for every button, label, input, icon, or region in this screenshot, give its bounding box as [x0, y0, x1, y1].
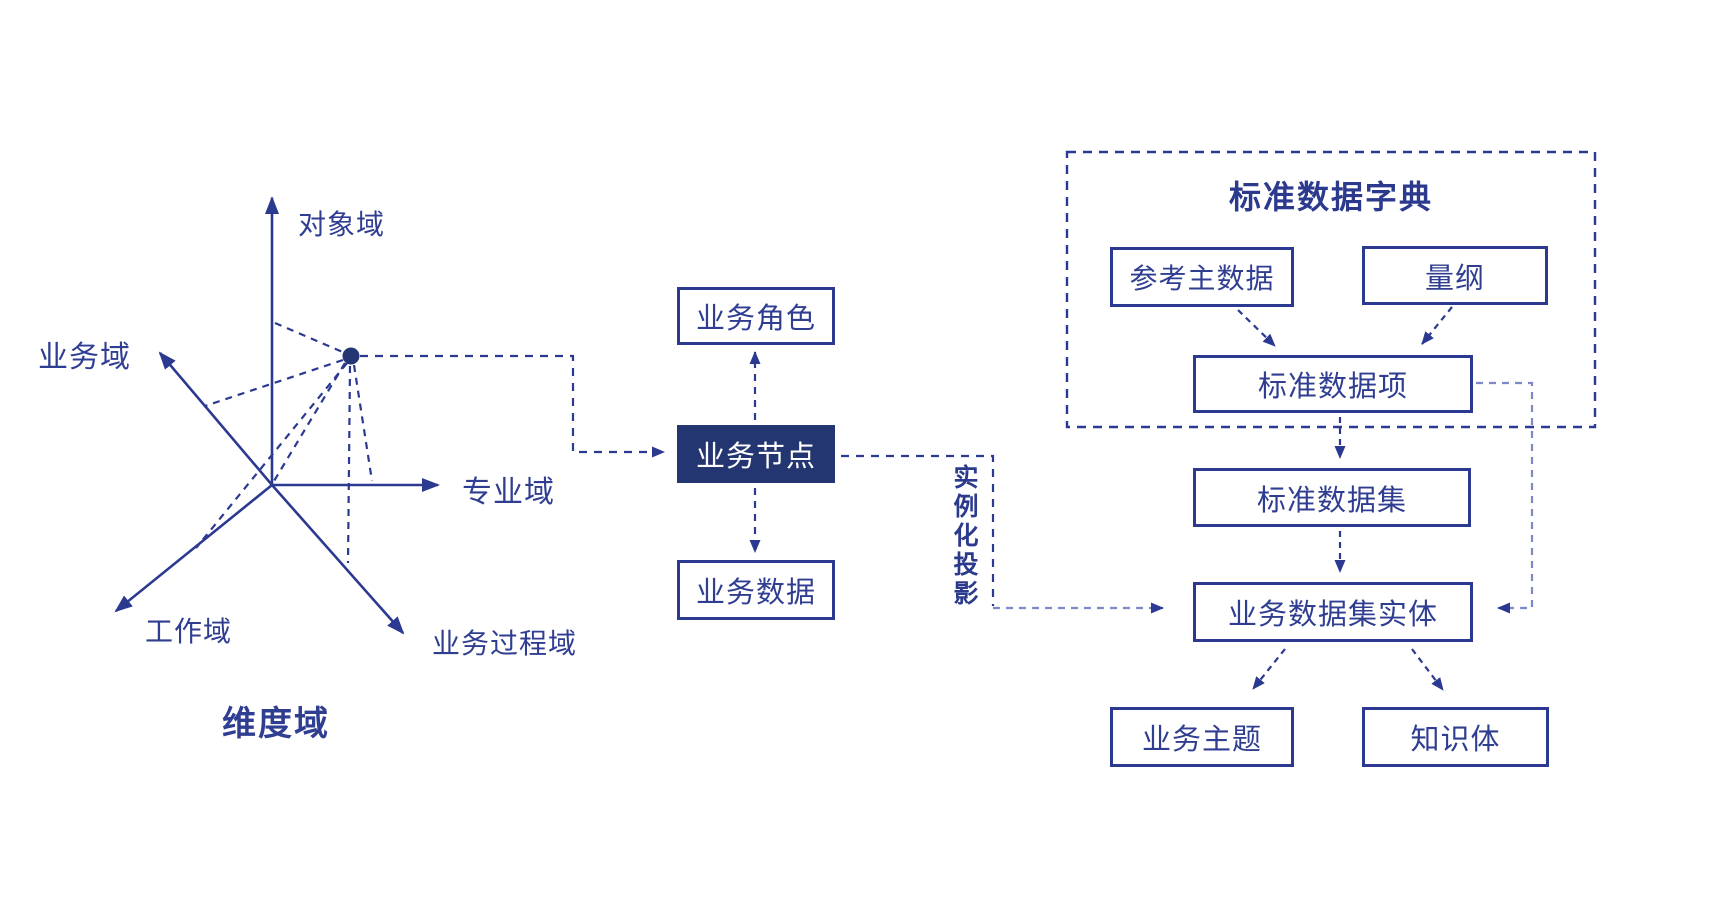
connector-stditem-to-entity-loop: [1476, 381, 1534, 614]
unit-dimension-box: 量纲: [1362, 246, 1548, 305]
dimension-domain-caption: 维度域: [222, 705, 330, 743]
dimension-point: [342, 347, 360, 365]
helper-to-business-axis: [204, 358, 344, 408]
connector-entity-to-topic: [1252, 648, 1286, 690]
business-role-box: 业务角色: [677, 287, 835, 345]
helper-to-origin: [273, 362, 346, 482]
business-data-box: 业务数据: [677, 560, 835, 620]
standard-data-item-box: 标准数据项: [1193, 355, 1473, 413]
axis-business-domain: [158, 351, 273, 486]
helper-to-work-axis: [195, 362, 348, 549]
reference-master-data-box: 参考主数据: [1110, 247, 1294, 307]
helper-vertical-drop: [346, 365, 352, 564]
connector-entity-to-knowledge: [1411, 648, 1444, 691]
standard-data-set-box: 标准数据集: [1193, 468, 1471, 527]
connector-unit-to-stditem: [1421, 306, 1453, 345]
business-node-box: 业务节点: [677, 425, 835, 483]
dictionary-title: 标准数据字典: [1228, 179, 1433, 215]
axis-label-business-domain: 业务域: [38, 341, 131, 374]
helper-to-professional-axis: [352, 364, 374, 482]
knowledge-body-box: 知识体: [1362, 707, 1549, 767]
instantiation-projection-label: 实例化投影: [950, 464, 978, 609]
axis-label-business-process-domain: 业务过程域: [432, 628, 578, 659]
axis-label-work-domain: 工作域: [145, 616, 233, 647]
connector-point-to-node: [360, 354, 665, 458]
business-data-set-entity-box: 业务数据集实体: [1193, 582, 1473, 642]
business-topic-box: 业务主题: [1110, 707, 1294, 767]
connector-refmaster-to-stditem: [1237, 309, 1276, 347]
axis-business-process-domain: [271, 484, 405, 635]
axis-work-domain: [114, 483, 273, 613]
dictionary-frame: [1065, 150, 1597, 429]
helper-to-vertical-axis: [274, 321, 346, 355]
connector-node-to-projection: [841, 454, 995, 606]
axis-label-professional-domain: 专业域: [462, 476, 555, 509]
axis-label-object-domain: 对象域: [298, 209, 386, 240]
